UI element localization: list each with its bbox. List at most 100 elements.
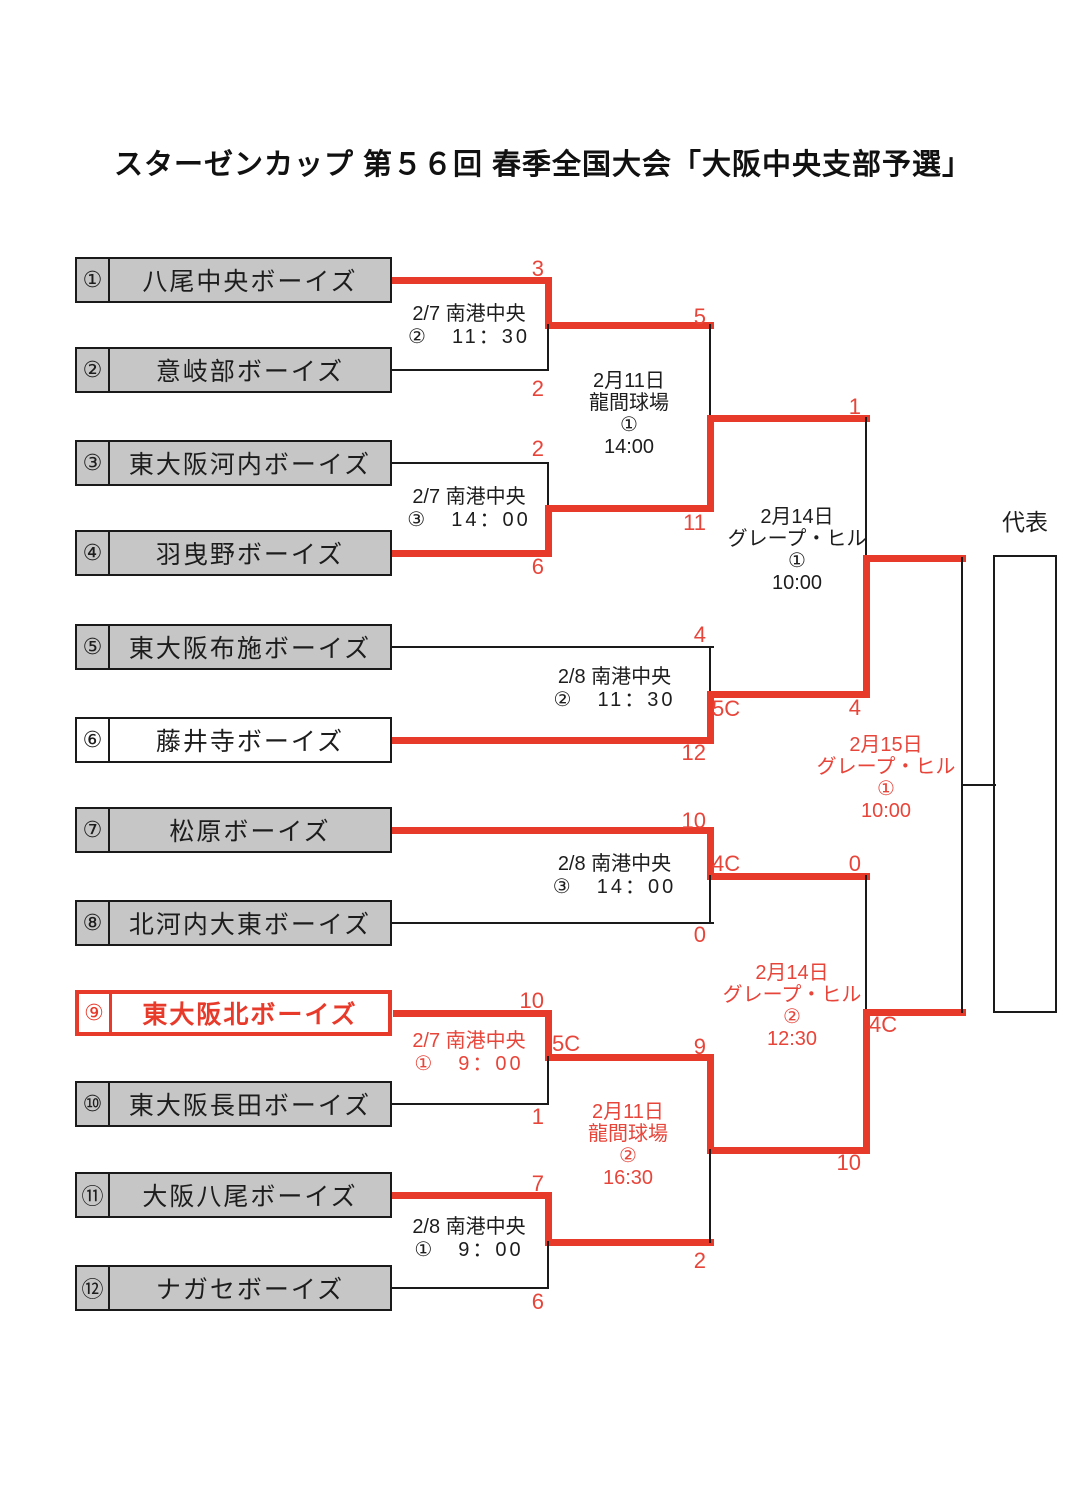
called-game-label-sf2: 4C [869,1012,898,1037]
round-venue: グレープ・ヒル [722,984,862,1006]
bracket-hline [545,321,714,329]
team-name: 東大阪布施ボーイズ [128,635,372,663]
round-time: 16:30 [602,1167,654,1189]
bracket-hline [962,784,996,786]
bracket-vline [544,276,552,329]
bracket-hline [392,922,714,924]
team-box-10: ⑩ 東大阪長田ボーイズ [75,1081,392,1127]
score-m5-bottom: 1 [531,1104,544,1129]
bracket-hline [392,826,714,834]
team-name: 羽曳野ボーイズ [155,541,345,569]
score-q2-top: 9 [693,1034,706,1059]
team-name: 意岐部ボーイズ [155,358,345,386]
called-game-label-m5: 5C [552,1031,581,1056]
round-date: 2月11日 [593,370,665,392]
score-m1-bottom: 2 [531,376,544,401]
champion-label: 代表 [1002,509,1048,535]
bracket-vline [709,646,711,695]
score-m2-top: 2 [531,436,544,461]
score-q2-bottom: 2 [693,1248,706,1273]
team-seed: ① [77,259,110,301]
team-name: 藤井寺ボーイズ [155,728,345,756]
match-slot-time: ② 11：30 [553,689,676,711]
match-venue: 2/7 南港中央 [412,1030,526,1052]
team-name: 北河内大東ボーイズ [128,911,372,939]
team-seed: ⑥ [77,719,110,761]
bracket-vline [709,875,711,924]
match-slot-time: ① 9：00 [414,1239,524,1261]
bracket-vline [544,1191,552,1246]
bracket-hline [707,690,870,698]
bracket-vline [547,1241,549,1289]
bracket-hline [392,369,549,371]
round-time: 12:30 [766,1028,818,1050]
bracket-vline [961,557,963,1013]
team-name: 東大阪長田ボーイズ [128,1092,372,1120]
match-slot-time: ② 11：30 [408,326,530,348]
bracket-hline [392,736,714,744]
team-name: 松原ボーイズ [169,818,331,846]
score-m5-top: 10 [519,988,544,1013]
round-time: 14:00 [603,436,655,458]
score-m3-bottom: 12 [681,740,706,765]
score-sf2-bottom: 10 [836,1150,861,1175]
bracket-hline [863,1008,966,1016]
team-seed: ③ [77,442,110,484]
score-q1-bottom: 11 [683,510,706,535]
match-venue: 2/8 南港中央 [557,666,672,688]
score-m2-bottom: 6 [531,554,544,579]
bracket-vline [862,554,870,698]
bracket-hline [545,504,714,512]
match-venue: 2/8 南港中央 [412,1216,526,1238]
round-game: ① [620,414,638,436]
round-date: 2月14日 [760,506,834,528]
bracket-vline [709,1149,711,1243]
bracket-hline [707,872,870,880]
team-seed: ⑦ [77,809,110,851]
score-m1-top: 3 [531,256,544,281]
match-slot-time: ① 9：00 [414,1053,524,1075]
round-game: ② [783,1006,801,1028]
champion-box [993,555,1057,1013]
team-seed: ⑫ [77,1267,110,1309]
bracket-vline [709,324,711,419]
team-seed: ⑪ [77,1174,110,1216]
bracket-vline [706,414,714,512]
tournament-title: スターゼンカップ 第５６回 春季全国大会「大阪中央支部予選」 [113,149,973,181]
match-slot-time: ③ 14：00 [552,876,677,898]
match-venue: 2/8 南港中央 [557,853,672,875]
round-date: 2月14日 [755,962,829,984]
bracket-hline [392,1287,549,1289]
score-sf2-top: 0 [848,851,861,876]
match-slot-time: ③ 14：00 [407,509,531,531]
called-game-label-m4: 4C [712,851,741,876]
called-game-label-m3: 5C [712,696,741,721]
score-m4-bottom: 0 [693,922,706,947]
bracket-hline [392,1191,552,1199]
bracket-vline [547,1056,549,1105]
score-sf1-bottom: 4 [848,695,861,720]
bracket-hline [392,549,552,557]
bracket-vline [706,826,714,880]
round-game: ② [619,1145,637,1167]
round-venue: グレープ・ヒル [727,528,867,550]
team-seed: ⑩ [77,1083,110,1125]
bracket-hline [707,414,870,422]
team-name: 東大阪河内ボーイズ [128,451,372,479]
bracket-hline [707,1146,870,1154]
bracket-vline [544,504,552,557]
bracket-hline [545,1053,714,1061]
